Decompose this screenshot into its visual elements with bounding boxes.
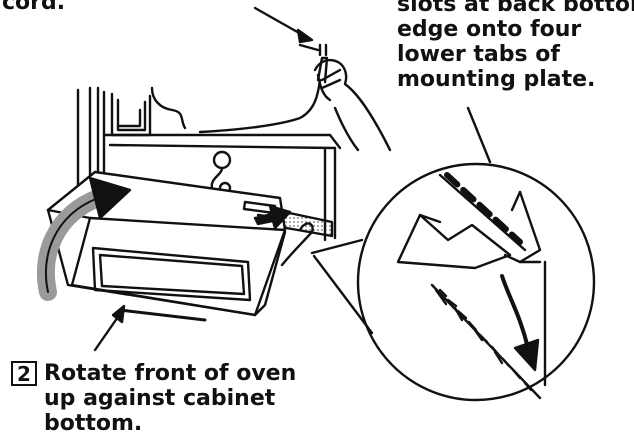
outlet: [210, 150, 232, 195]
step-line-1: Rotate front of oven: [44, 361, 297, 386]
callout-line-2: edge onto four: [397, 17, 582, 42]
cord-label-fragment: cord.: [2, 0, 66, 15]
oven-pointer-arrow: [93, 304, 126, 352]
callout-line-1: slots at back bottom: [397, 0, 634, 17]
detail-magnifier: [310, 162, 596, 402]
slide-arrow: [253, 204, 292, 230]
detail-bracket: [396, 172, 547, 387]
step-line-3: bottom.: [44, 411, 143, 436]
cord-pointer-arrow: [253, 6, 314, 44]
step-instruction: Rotate front of oven up against cabinet …: [44, 361, 296, 436]
hand: [313, 58, 392, 152]
callout-line-3: lower tabs of: [397, 42, 560, 67]
power-cord: [150, 43, 329, 134]
step-number-badge: 2: [11, 361, 37, 386]
callout-text: slots at back bottom edge onto four lowe…: [397, 0, 634, 92]
rotate-arrow: [36, 176, 132, 301]
callout-line-4: mounting plate.: [397, 67, 596, 92]
callout-pointer: [466, 106, 492, 164]
detail-tab-strip: [430, 283, 542, 400]
detail-down-arrow: [500, 274, 540, 372]
step-line-2: up against cabinet: [44, 386, 276, 411]
